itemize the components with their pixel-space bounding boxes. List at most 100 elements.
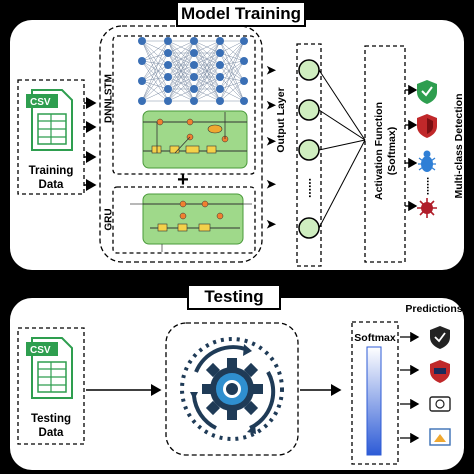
hybrid-model-box	[99, 25, 263, 263]
network-edge	[219, 80, 245, 102]
network-edge	[167, 40, 195, 90]
network-node	[138, 77, 146, 85]
network-edge	[219, 40, 245, 66]
network-edge	[193, 40, 221, 90]
network-edge	[193, 52, 221, 102]
output-layer-box	[296, 43, 322, 267]
network-edge	[219, 40, 245, 82]
network-edge	[219, 40, 245, 78]
network-edge	[141, 52, 169, 102]
network-edge	[219, 40, 245, 62]
network-node	[240, 37, 248, 45]
network-edge	[219, 40, 245, 54]
model-training-title: Model Training	[176, 1, 306, 27]
predictions-label: Predictions	[405, 303, 463, 315]
prediction-arrows	[400, 331, 420, 444]
network-node	[138, 97, 146, 105]
network-edge	[141, 76, 169, 82]
network-node	[164, 37, 172, 45]
network-edge	[219, 80, 245, 90]
network-node	[190, 37, 198, 45]
svg-text:➤: ➤	[266, 177, 277, 191]
network-node	[216, 97, 224, 105]
network-edge	[219, 52, 245, 62]
network-edge	[219, 52, 245, 82]
network-edge	[141, 52, 169, 62]
svg-text:➤: ➤	[266, 98, 277, 112]
network-node	[216, 85, 224, 93]
network-node	[164, 97, 172, 105]
svg-text:➤: ➤	[266, 63, 277, 77]
network-edge	[193, 76, 221, 102]
training-data-box	[17, 79, 85, 195]
shield-red-icon	[417, 114, 437, 138]
network-edge	[167, 52, 195, 102]
gru-cell-graphic	[130, 193, 252, 252]
benign-prediction-icon	[430, 326, 450, 349]
activation-function-box	[364, 45, 406, 263]
virus-icon	[417, 198, 437, 218]
network-edge	[141, 80, 169, 90]
network-edge	[219, 60, 245, 102]
gear-cycle-icon	[180, 337, 284, 441]
network-edge	[167, 40, 195, 54]
network-edge	[193, 88, 221, 102]
worm-prediction-icon	[429, 396, 451, 412]
network-node	[164, 61, 172, 69]
network-node	[164, 85, 172, 93]
network-node	[216, 37, 224, 45]
network-edge	[219, 76, 245, 82]
network-edge	[141, 40, 169, 102]
svg-text:➤: ➤	[266, 134, 277, 148]
network-edge	[141, 60, 169, 66]
dnnlstm-bracket	[112, 35, 256, 175]
network-edge	[193, 40, 221, 78]
softmax-box	[351, 321, 399, 465]
network-node	[216, 49, 224, 57]
network-edge	[219, 40, 245, 90]
network-edge	[193, 40, 221, 54]
network-node	[190, 85, 198, 93]
network-node	[190, 61, 198, 69]
network-edge	[167, 40, 195, 66]
network-node	[190, 97, 198, 105]
network-node	[138, 37, 146, 45]
gru-bracket	[112, 186, 256, 254]
network-node	[240, 97, 248, 105]
network-node	[240, 77, 248, 85]
output-dots: ......	[306, 178, 320, 198]
output-neurons	[298, 59, 320, 239]
shield-check-icon	[417, 80, 437, 104]
network-edge	[167, 40, 195, 102]
network-node	[216, 61, 224, 69]
network-edge	[219, 60, 245, 66]
network-edge	[141, 52, 169, 82]
network-edge	[167, 64, 195, 102]
dense-network-graphic	[138, 37, 248, 105]
network-node	[164, 73, 172, 81]
network-node	[190, 73, 198, 81]
arrows-to-detection	[405, 84, 418, 212]
network-edge	[167, 88, 195, 102]
csv-label-bottom: CSV	[30, 345, 51, 356]
network-edge	[141, 40, 169, 62]
softmax-label: Softmax	[354, 332, 396, 344]
network-edge	[141, 76, 169, 102]
network-node	[190, 49, 198, 57]
network-edge	[141, 64, 169, 102]
phishing-prediction-icon	[429, 428, 451, 446]
network-edge	[193, 40, 221, 66]
network-edge	[167, 76, 195, 102]
network-node	[216, 73, 224, 81]
testing-title: Testing	[187, 284, 281, 310]
network-edge	[167, 40, 195, 78]
lstm-cell-graphic	[142, 110, 248, 169]
softmax-bar	[366, 346, 382, 456]
network-edge	[141, 80, 169, 102]
network-edge	[141, 88, 169, 102]
network-edge	[193, 64, 221, 102]
